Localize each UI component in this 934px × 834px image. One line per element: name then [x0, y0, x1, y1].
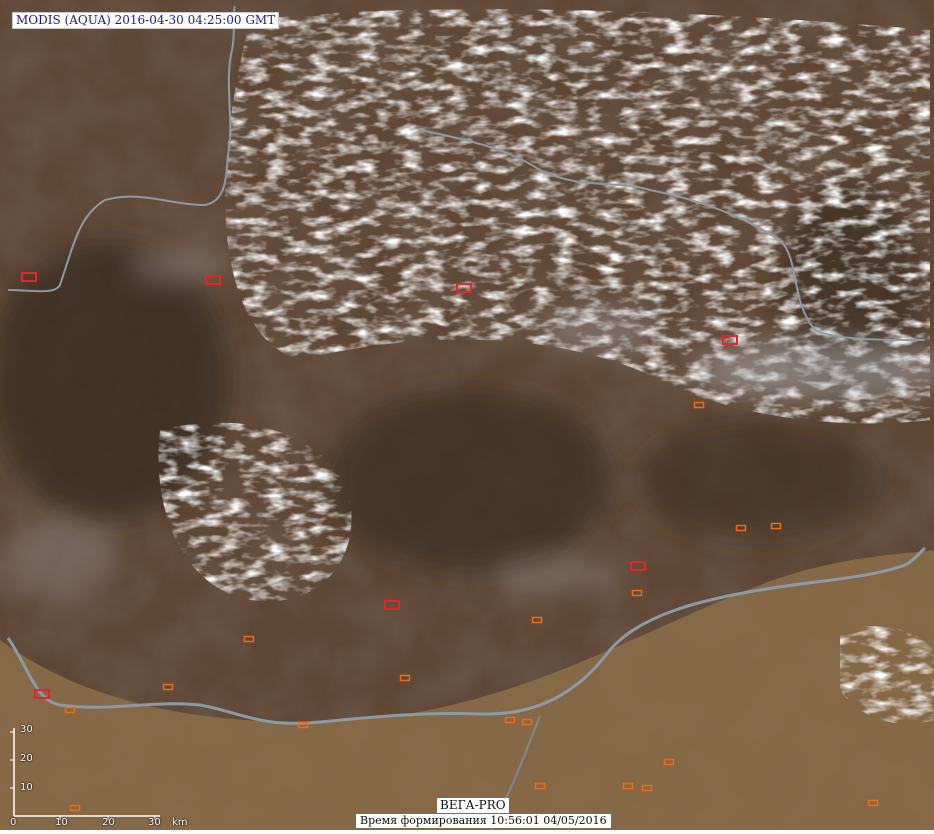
fire-hotspot — [534, 782, 546, 790]
fire-hotspot — [21, 272, 37, 282]
fire-hotspot — [622, 782, 634, 790]
generation-timestamp: Время формирования 10:56:01 04/05/2016 — [356, 814, 611, 828]
river-plain — [0, 550, 934, 830]
scale-h-tick-20: 20 — [102, 817, 115, 828]
border-line-east — [419, 129, 926, 341]
fire-hotspot — [693, 401, 705, 409]
fire-hotspot — [663, 758, 675, 766]
fire-hotspots-red — [21, 272, 738, 699]
fire-hotspot — [399, 674, 411, 682]
acquisition-title: MODIS (AQUA) 2016-04-30 04:25:00 GMT — [12, 12, 280, 29]
main-river — [6, 546, 926, 725]
fire-hotspot — [770, 522, 782, 530]
fire-hotspot — [722, 335, 738, 345]
scale-h-tick-30: 30 — [148, 817, 161, 828]
fire-hotspot — [521, 718, 533, 726]
fire-hotspot — [243, 635, 255, 643]
fire-hotspot — [735, 524, 747, 532]
fire-hotspot — [297, 721, 309, 729]
scale-h-tick-0: 0 — [10, 817, 17, 828]
fire-hotspot — [162, 683, 174, 691]
fire-hotspot — [641, 784, 653, 792]
scale-h-tick-10: 10 — [55, 817, 68, 828]
scale-v-tick-20: 20 — [20, 753, 33, 764]
fire-hotspot — [867, 799, 879, 807]
fire-hotspot — [205, 275, 221, 285]
fire-hotspot — [631, 589, 643, 597]
fire-hotspot — [630, 561, 646, 571]
scale-v-tick-10: 10 — [20, 782, 33, 793]
smoke-plumes — [0, 247, 934, 600]
scale-bar: 30 20 10 0 10 20 30 km — [0, 720, 200, 830]
fire-hotspot — [456, 283, 472, 293]
scale-bar-lines — [10, 728, 160, 820]
fire-hotspot — [504, 716, 516, 724]
scale-unit: km — [172, 817, 188, 828]
fire-hotspot — [384, 600, 400, 610]
brand-label: ВЕГА-PRO — [437, 798, 509, 813]
fire-hotspot — [64, 706, 76, 714]
fire-hotspot — [69, 804, 81, 812]
fire-hotspots-orange — [64, 401, 879, 812]
border-line — [7, 5, 236, 293]
fire-hotspot — [34, 689, 50, 699]
scale-v-tick-30: 30 — [20, 724, 33, 735]
fire-hotspot — [531, 616, 543, 624]
